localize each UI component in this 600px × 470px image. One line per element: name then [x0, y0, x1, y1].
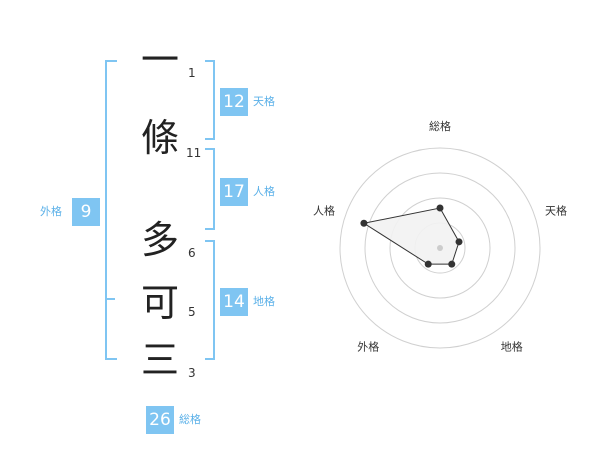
- jinkaku-value: 17: [220, 178, 248, 206]
- jinkaku-bracket: [205, 148, 215, 230]
- gaikaku-bracket: [105, 60, 117, 360]
- stroke-count-3: 6: [188, 246, 196, 260]
- tenkaku-value: 12: [220, 88, 248, 116]
- gaikaku-label: 外格: [40, 205, 62, 218]
- name-char-1: 一: [140, 38, 179, 82]
- name-char-5: 三: [140, 338, 179, 382]
- radar-axis-label: 外格: [357, 340, 379, 354]
- stroke-count-5: 3: [188, 366, 196, 380]
- stroke-count-1: 1: [188, 66, 196, 80]
- radar-ring: [364, 172, 516, 324]
- chikaku-bracket: [205, 240, 215, 360]
- name-char-2: 條: [140, 116, 179, 160]
- radar-axis-label: 総格: [429, 119, 451, 133]
- radar-ring: [389, 197, 491, 299]
- radar-point-3: [448, 260, 456, 268]
- chikaku-inner-bracket-top: [105, 298, 115, 300]
- jinkaku-label: 人格: [253, 185, 275, 198]
- stroke-count-2: 11: [186, 146, 202, 160]
- radar-point-5: [360, 219, 368, 227]
- chikaku-value: 14: [220, 288, 248, 316]
- name-char-3: 多: [140, 218, 179, 262]
- chikaku-label: 地格: [253, 295, 275, 308]
- name-char-4: 可: [140, 281, 179, 325]
- tenkaku-label: 天格: [253, 95, 275, 108]
- gaikaku-value: 9: [72, 198, 100, 226]
- radar-ring: [339, 147, 541, 349]
- radar-center: [437, 245, 443, 251]
- soukaku-label: 総格: [179, 413, 201, 426]
- radar-point-2: [455, 238, 463, 246]
- tenkaku-bracket: [205, 60, 215, 140]
- radar-axis-label: 天格: [545, 203, 567, 217]
- radar-polygon: [362, 207, 460, 265]
- stroke-count-4: 5: [188, 305, 196, 319]
- radar-point-4: [424, 260, 432, 268]
- radar-point-1: [436, 204, 444, 212]
- radar-axis-label: 人格: [313, 203, 335, 217]
- radar-axis-label: 地格: [501, 340, 523, 354]
- soukaku-value: 26: [146, 406, 174, 434]
